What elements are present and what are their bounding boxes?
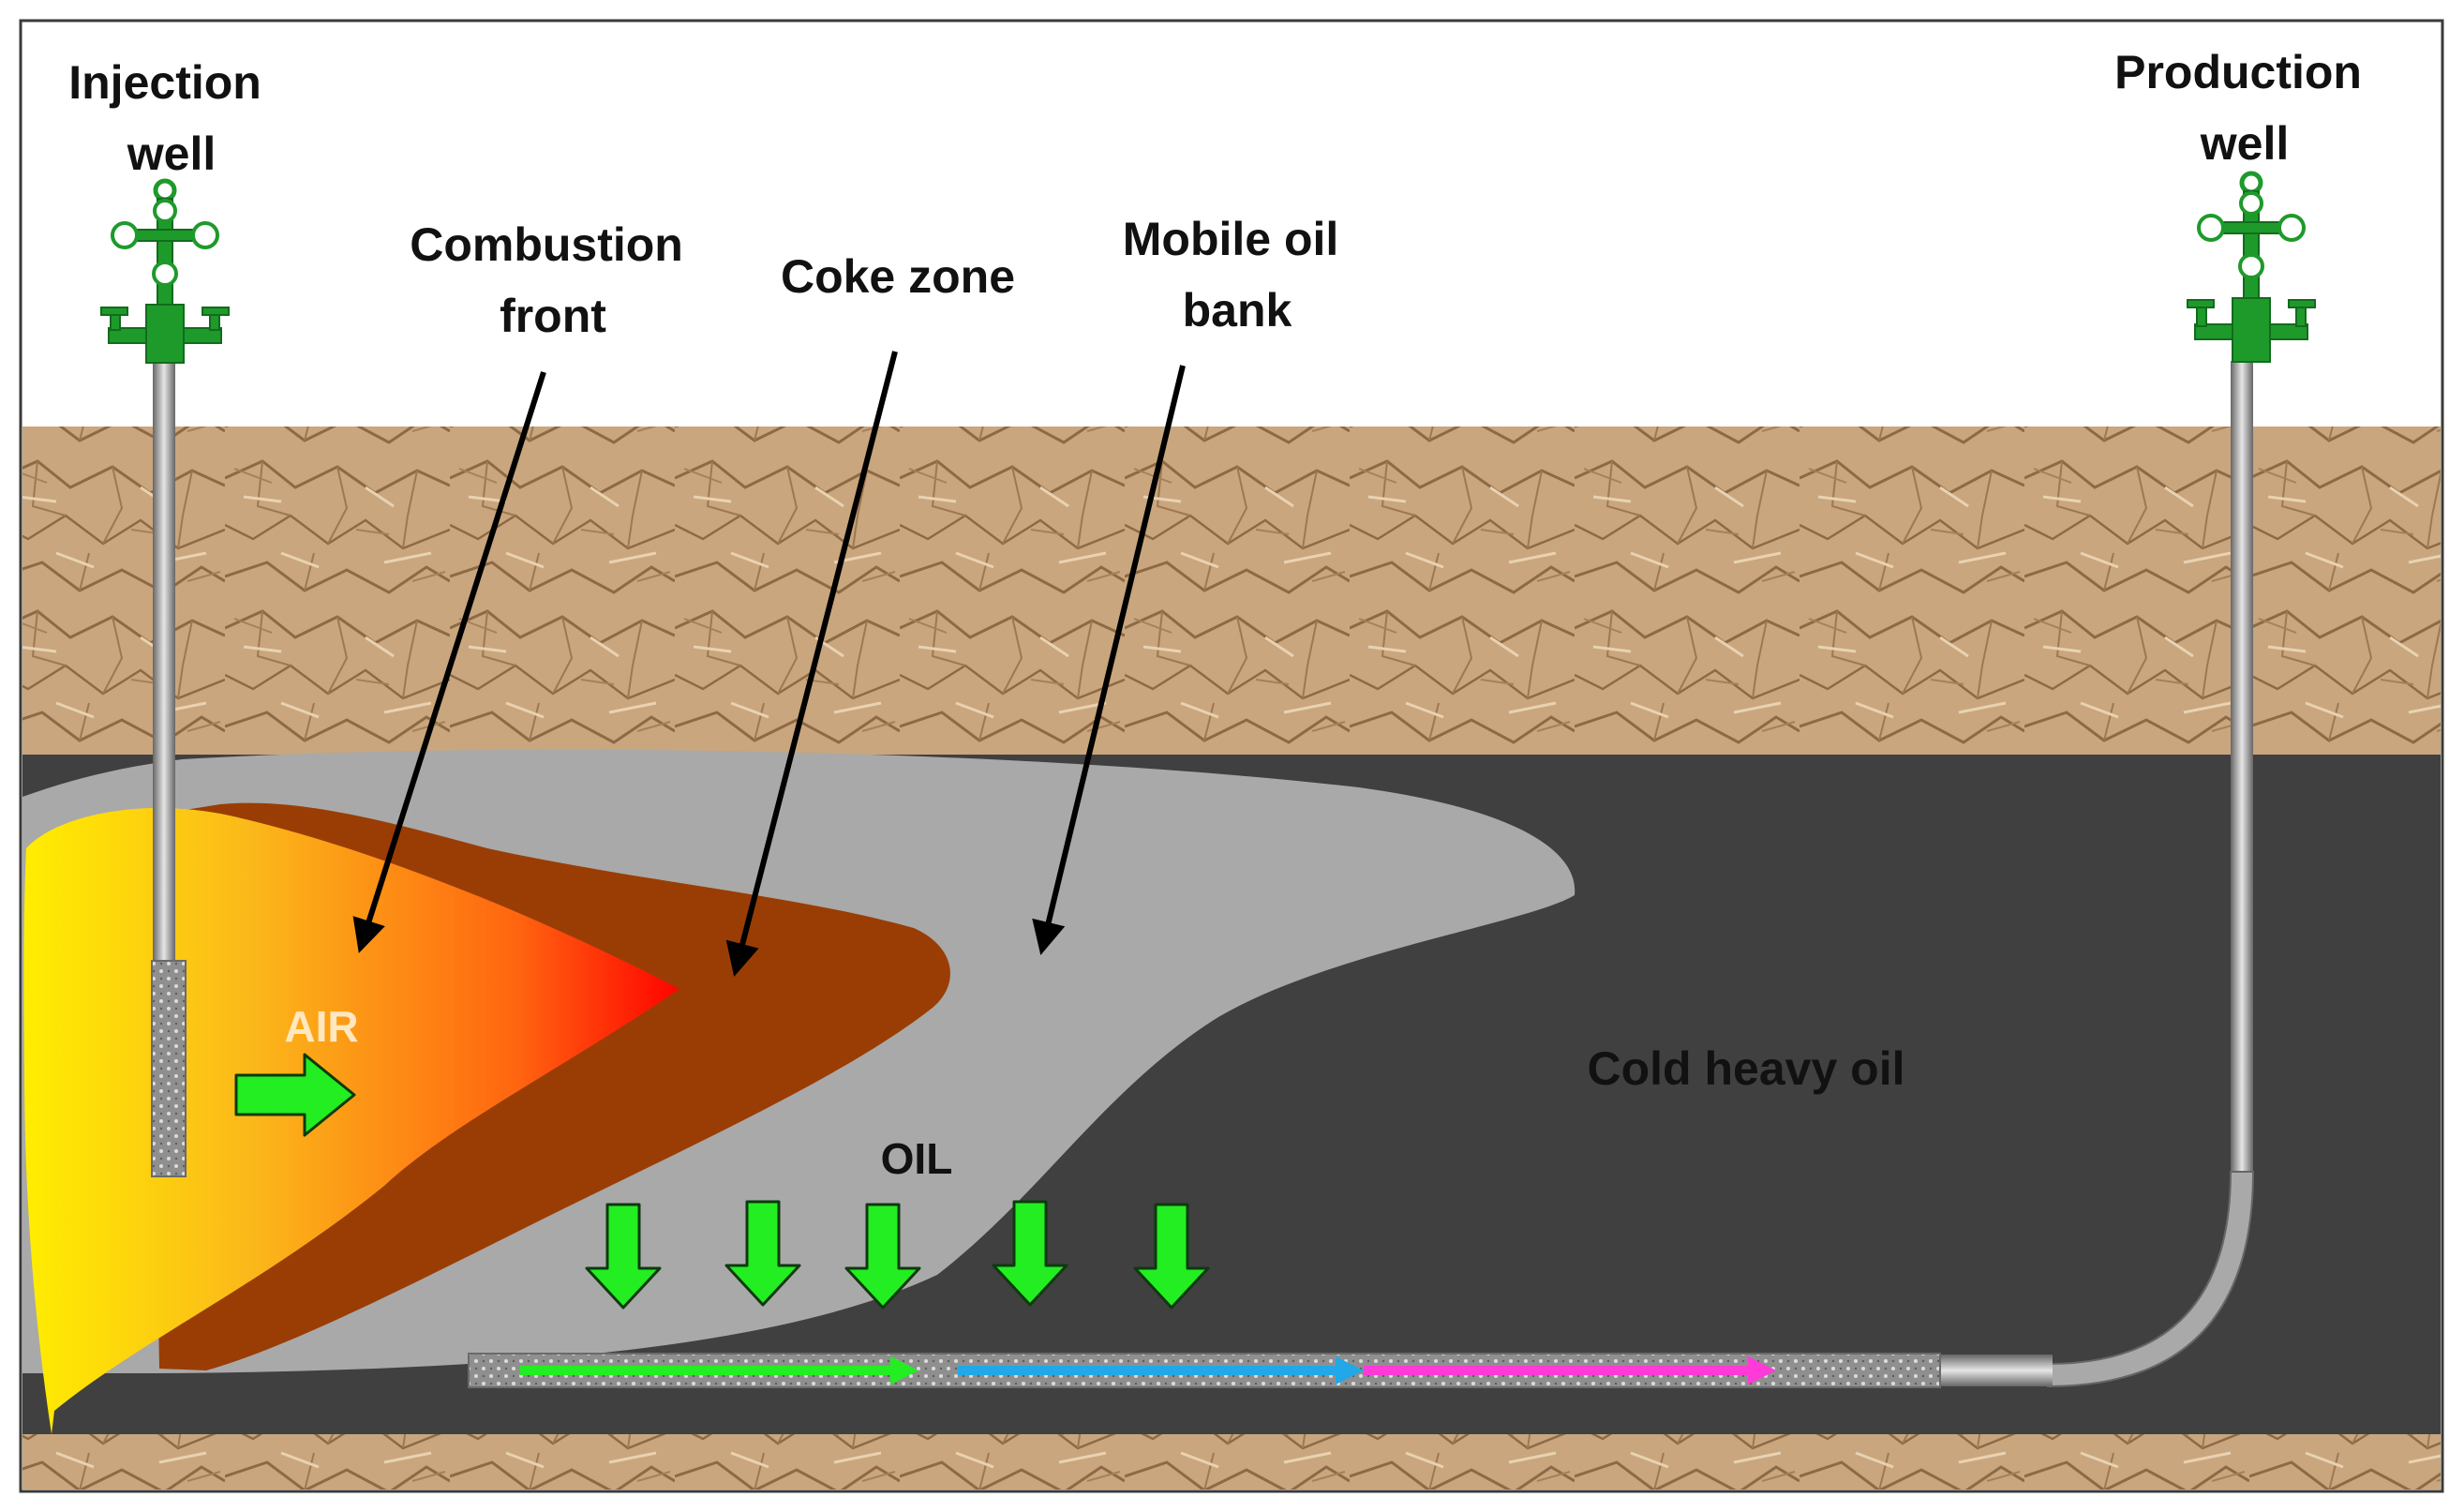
cold-heavy-oil-label: Cold heavy oil [1588, 1042, 1905, 1095]
mobile-oil-bank-label: Mobile oil bank [1123, 213, 1351, 337]
combustion-front-label: Combustion front [410, 218, 696, 342]
green-flow-arrow [520, 1356, 918, 1385]
coke-zone-pointer [725, 351, 898, 977]
underburden-rock-layer [22, 1434, 2441, 1490]
mobile-oil-bank-pointer [1032, 365, 1186, 955]
production-well-horizontal-casing [1940, 1355, 2053, 1386]
production-well-label-line2: well [2200, 117, 2289, 170]
blue-flow-arrow [958, 1356, 1364, 1385]
injection-well [100, 178, 230, 1177]
injection-well-label-line2: well [127, 127, 216, 180]
injection-wellhead-icon [100, 178, 230, 364]
horizontal-flow-arrows [520, 1356, 1776, 1385]
combustion-front-label-line1: Combustion [410, 218, 683, 271]
air-arrow-icon [234, 1053, 356, 1137]
oil-label: OIL [881, 1134, 953, 1183]
overburden-rock-layer [22, 427, 2441, 755]
combustion-front-label-line2: front [500, 290, 606, 342]
production-wellhead-icon [2187, 171, 2316, 363]
pink-flow-arrow [1364, 1356, 1776, 1385]
down-arrow-icon [1133, 1203, 1210, 1310]
down-arrow-icon [992, 1200, 1068, 1307]
production-well-label: Production well [2114, 46, 2375, 170]
coke-zone-label-line1: Coke zone [781, 250, 1015, 303]
mobile-oil-bank-label-line2: bank [1183, 284, 1292, 337]
injection-well-screen [151, 960, 187, 1177]
injection-well-label: Injection well [68, 56, 274, 180]
leader-arrows [352, 351, 1186, 977]
oil-drainage-arrows [585, 1200, 1210, 1310]
production-well-casing [2231, 361, 2253, 1172]
combustion-front-pointer [352, 371, 546, 953]
mobile-oil-bank-label-line1: Mobile oil [1123, 213, 1339, 265]
combustion-zone [23, 808, 680, 1434]
air-label: AIR [284, 1002, 358, 1051]
production-well-label-line1: Production [2114, 46, 2362, 98]
injection-well-casing [153, 361, 175, 961]
down-arrow-icon [724, 1200, 801, 1307]
down-arrow-icon [585, 1203, 662, 1310]
coke-zone-label: Coke zone [781, 250, 1015, 303]
injection-well-label-line1: Injection [68, 56, 261, 109]
down-arrow-icon [844, 1203, 921, 1310]
